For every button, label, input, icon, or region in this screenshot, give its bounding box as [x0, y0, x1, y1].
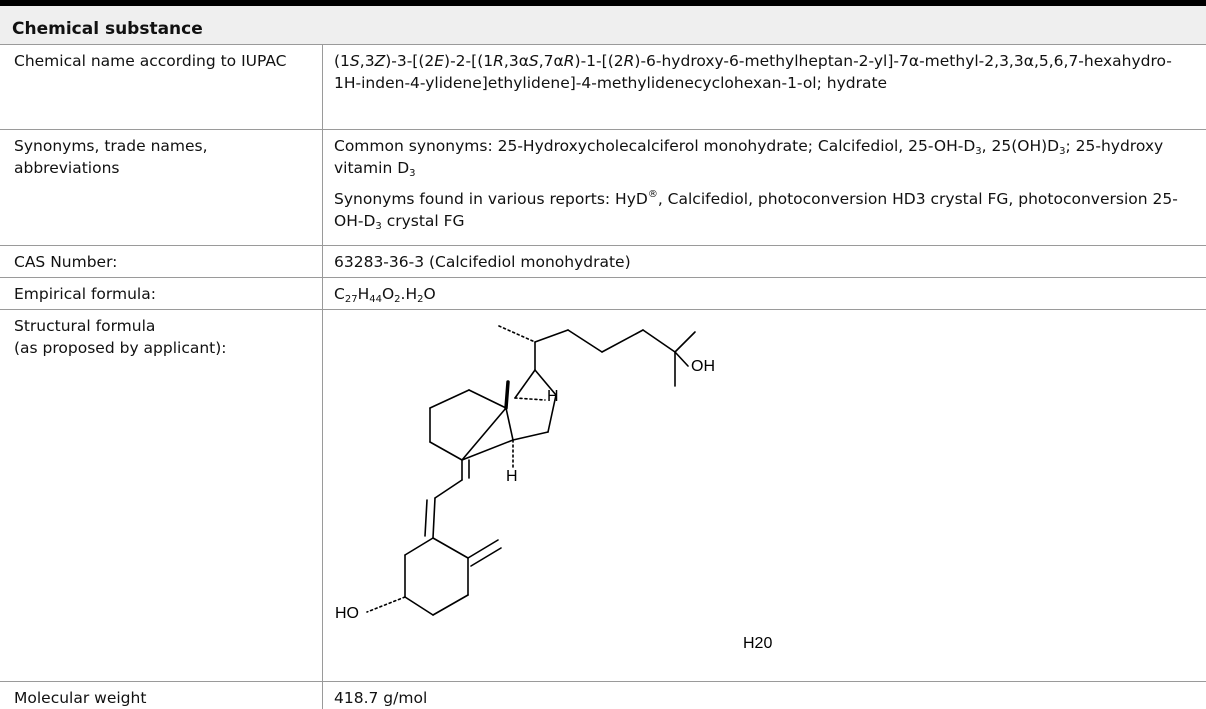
row-cas-number: CAS Number: 63283-36-3 (Calcifediol mono… — [0, 246, 1206, 278]
report-synonyms-value: Synonyms found in various reports: HyD®,… — [334, 189, 1178, 232]
table-title: Chemical substance — [12, 19, 203, 39]
row-label: Chemical name according to IUPAC — [14, 52, 287, 70]
structure-drawing — [366, 325, 696, 616]
row-empirical-formula: Empirical formula: C27H44O2.H2O — [0, 278, 1206, 310]
row-label: Synonyms, trade names, abbreviations — [14, 137, 208, 177]
column-divider — [322, 44, 323, 709]
structure-label-line1: Structural formula — [14, 317, 156, 335]
iupac-name-value: (1S,3Z)-3-[(2E)-2-[(1R,3αS,7αR)-1-[(2R)-… — [334, 52, 1172, 92]
row-label: CAS Number: — [14, 253, 118, 271]
water-label: H20 — [743, 635, 773, 652]
atom-h-label: H — [547, 388, 559, 405]
structure-label-line2: (as proposed by applicant): — [14, 339, 227, 357]
row-synonyms: Synonyms, trade names, abbreviations Com… — [0, 130, 1206, 246]
atom-h-label: H — [506, 468, 518, 485]
row-label: Structural formula (as proposed by appli… — [14, 315, 314, 359]
table-header: Chemical substance — [0, 6, 1206, 45]
table-top-rule — [0, 0, 1206, 6]
empirical-formula-value: C27H44O2.H2O — [334, 285, 436, 305]
cas-number-value: 63283-36-3 (Calcifediol monohydrate) — [334, 253, 631, 271]
row-iupac-name: Chemical name according to IUPAC (1S,3Z)… — [0, 45, 1206, 130]
row-label: Empirical formula: — [14, 285, 156, 303]
row-structural-formula: Structural formula (as proposed by appli… — [0, 310, 1206, 682]
common-synonyms-value: Common synonyms: 25-Hydroxycholecalcifer… — [334, 137, 1164, 179]
molecular-weight-value: 418.7 g/mol — [334, 689, 428, 707]
row-molecular-weight: Molecular weight 418.7 g/mol — [0, 682, 1206, 709]
structure-image: OH H H HO H20 — [323, 310, 1206, 681]
atom-oh-label: OH — [691, 358, 715, 375]
atom-ho-label: HO — [335, 605, 359, 622]
row-label: Molecular weight — [14, 689, 147, 707]
